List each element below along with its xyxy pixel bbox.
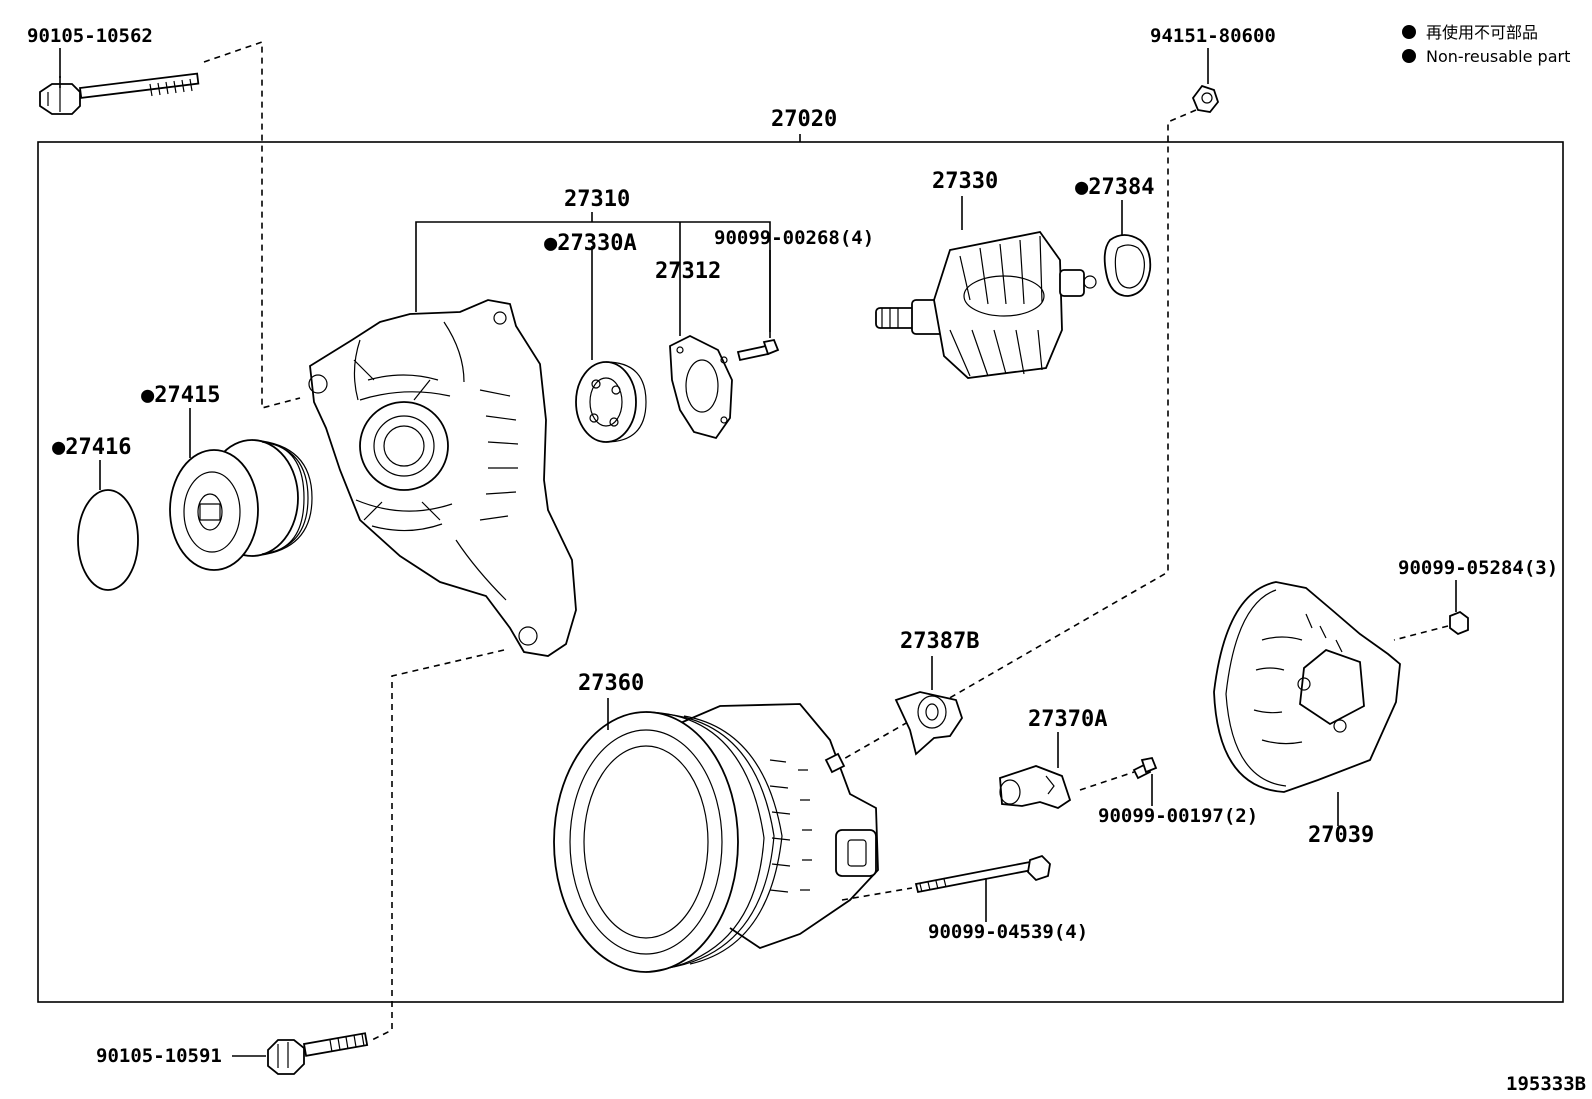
rotor-27330-drawing: [875, 231, 1097, 379]
bearing-27330A-drawing: [575, 361, 647, 443]
drive-end-frame-drawing: [308, 299, 577, 657]
non-reusable-dot-icon: [1402, 49, 1416, 63]
label-27312[interactable]: 27312: [655, 259, 721, 284]
label-90099-04539[interactable]: 90099-04539(4): [928, 921, 1088, 943]
bolt-90099-04539-drawing: [914, 854, 1051, 894]
screw-90099-00268-drawing: [736, 338, 780, 362]
legend-text-ja: 再使用不可部品: [1426, 23, 1538, 42]
label-27387B[interactable]: 27387B: [900, 629, 979, 654]
label-90099-00268[interactable]: 90099-00268(4): [714, 227, 874, 249]
bolt-90105-10562-drawing: [39, 72, 200, 115]
label-94151-80600[interactable]: 94151-80600: [1150, 25, 1276, 47]
brush-holder-27387B-drawing: [894, 691, 963, 756]
cap-27416-drawing: [77, 489, 139, 591]
label-27020[interactable]: 27020: [771, 107, 837, 132]
label-27416[interactable]: ●27416: [52, 435, 131, 460]
legend: 再使用不可部品 Non-reusable part: [1402, 23, 1570, 66]
rectifier-end-frame-27360-drawing: [553, 703, 879, 973]
label-27370A[interactable]: 27370A: [1028, 707, 1107, 732]
label-90105-10591[interactable]: 90105-10591: [96, 1045, 222, 1067]
nut-94151-80600-drawing: [1191, 84, 1220, 113]
label-27384[interactable]: ●27384: [1075, 175, 1154, 200]
screw-90099-00197-drawing: [1132, 756, 1158, 780]
label-90099-00197[interactable]: 90099-00197(2): [1098, 805, 1258, 827]
label-27415[interactable]: ●27415: [141, 383, 220, 408]
non-reusable-dot-icon: [1402, 25, 1416, 39]
terminal-insulator-27370A-drawing: [999, 765, 1072, 809]
retainer-plate-27312-drawing: [669, 334, 733, 440]
pulley-27415-drawing: [169, 439, 313, 571]
rear-cover-27039-drawing: [1213, 581, 1401, 793]
label-27330A[interactable]: ●27330A: [544, 231, 637, 256]
diagram-id: 195333B: [1506, 1073, 1586, 1095]
label-27330[interactable]: 27330: [932, 169, 998, 194]
label-27310[interactable]: 27310: [564, 187, 630, 212]
bolt-90105-10591-drawing: [267, 1032, 369, 1075]
label-27360[interactable]: 27360: [578, 671, 644, 696]
nut-90099-05284-drawing: [1449, 610, 1469, 636]
label-90099-05284[interactable]: 90099-05284(3): [1398, 557, 1558, 579]
label-27039[interactable]: 27039: [1308, 823, 1374, 848]
washer-27384-drawing: [1103, 234, 1152, 297]
legend-text-en: Non-reusable part: [1426, 47, 1570, 66]
label-90105-10562[interactable]: 90105-10562: [27, 25, 153, 47]
